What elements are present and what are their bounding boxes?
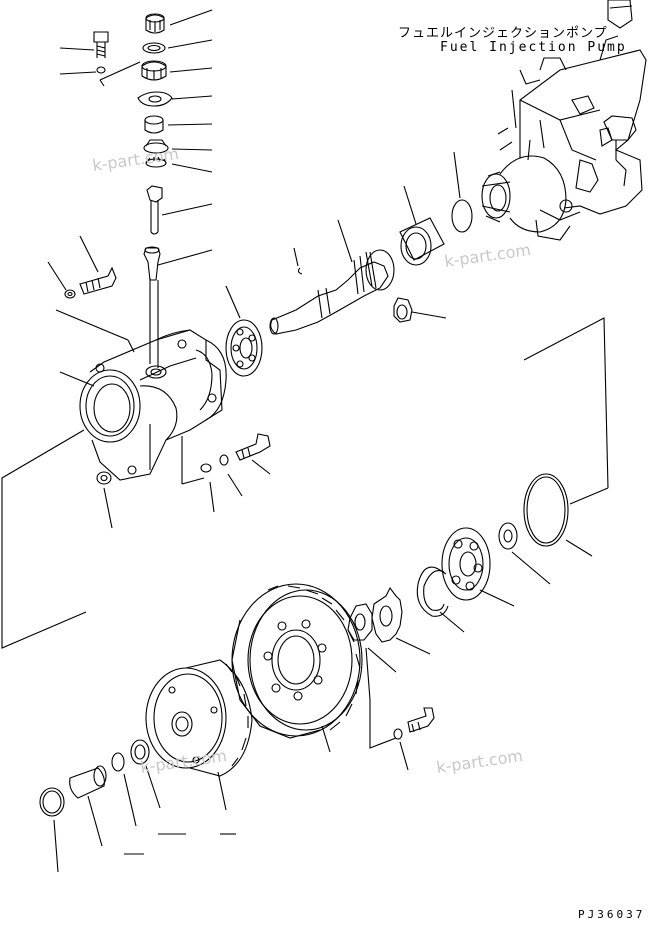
bolt-upper-left	[48, 236, 134, 352]
diagram-title-english: Fuel Injection Pump	[440, 40, 627, 55]
bearing-left	[226, 286, 262, 376]
drive-shaft	[270, 220, 394, 334]
circlip	[417, 567, 464, 632]
gear-housing	[60, 278, 226, 480]
drawing-code: PJ36037	[578, 908, 646, 921]
sleeve-and-oring-top	[400, 152, 472, 265]
hub-coupling	[146, 660, 252, 810]
bracket-lines	[2, 318, 608, 648]
valve-parts-stack	[94, 14, 172, 280]
bolts-below-housing	[97, 434, 270, 528]
callout-lines-top	[60, 10, 212, 265]
lock-washer	[372, 588, 430, 654]
bottom-left-parts	[40, 740, 160, 872]
large-drive-gear	[232, 584, 362, 752]
bearing-right	[442, 523, 550, 606]
reference-ticks	[124, 834, 236, 854]
gear-nut	[348, 604, 396, 672]
fuel-injection-pump	[482, 0, 646, 240]
large-oring	[524, 474, 592, 556]
diagram-title-japanese: フュエルインジェクションポンプ	[398, 26, 608, 41]
shaft-nut	[394, 298, 446, 322]
gear-bolt	[366, 648, 434, 770]
